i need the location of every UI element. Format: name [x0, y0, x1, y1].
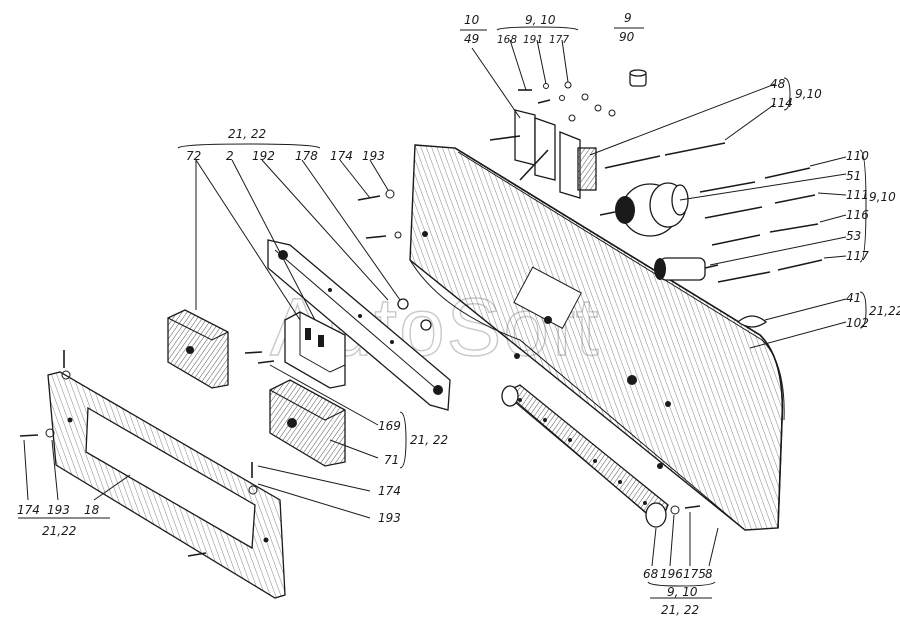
pad-72 — [167, 309, 229, 389]
label-21-22-top: 21, 22 — [228, 127, 266, 141]
label-21-22-b: 21, 22 — [661, 603, 699, 617]
bolts-left — [244, 189, 432, 364]
label-193-top: 193 — [362, 149, 385, 163]
label-9-10-top: 9, 10 — [525, 13, 556, 27]
label-193-mid: 193 — [378, 511, 401, 525]
bracket-rail-178 — [267, 239, 451, 411]
label-21-22-mid: 21, 22 — [410, 433, 448, 447]
main-panel — [409, 144, 785, 531]
label-10: 10 — [464, 13, 480, 27]
label-68: 68 — [643, 567, 659, 581]
label-102: 102 — [846, 316, 869, 330]
label-178: 178 — [295, 149, 318, 163]
label-192: 192 — [252, 149, 275, 163]
clip-41 — [736, 315, 768, 328]
pins-right — [604, 142, 823, 283]
label-51: 51 — [846, 169, 861, 183]
label-9-10-r1: 9,10 — [795, 87, 822, 101]
label-116: 116 — [846, 208, 869, 222]
label-8: 8 — [705, 567, 713, 581]
label-175: 175 — [683, 567, 706, 581]
label-110: 110 — [846, 149, 869, 163]
label-2: 2 — [226, 149, 234, 163]
fraction-bars — [18, 26, 867, 599]
bracket-plates — [489, 109, 597, 199]
label-48: 48 — [770, 77, 786, 91]
label-177: 177 — [549, 34, 569, 46]
label-191: 191 — [523, 34, 543, 46]
label-168: 168 — [497, 34, 517, 46]
label-174-top: 174 — [330, 149, 353, 163]
switch-53 — [654, 257, 719, 281]
callout-labels: 10 49 9, 10 168 191 177 9 90 48 114 9,10… — [17, 11, 900, 617]
label-9-10-b: 9, 10 — [667, 585, 698, 599]
label-169: 169 — [378, 419, 401, 433]
label-72: 72 — [186, 149, 201, 163]
label-117: 117 — [846, 249, 869, 263]
label-53: 53 — [846, 229, 861, 243]
label-196: 196 — [660, 567, 683, 581]
label-90: 90 — [619, 30, 635, 44]
label-18: 18 — [84, 503, 100, 517]
label-174-mid: 174 — [378, 484, 401, 498]
pad-71 — [269, 379, 346, 467]
frame-18 — [47, 371, 286, 599]
leader-lines — [23, 39, 847, 567]
label-21-22-r: 21,22 — [869, 304, 900, 318]
label-9-10-r2: 9,10 — [869, 190, 896, 204]
screws-frame — [19, 350, 258, 557]
label-174-bl: 174 — [17, 503, 40, 517]
label-41: 41 — [846, 291, 861, 305]
instrument-gauge — [599, 182, 689, 237]
label-193-bl: 193 — [47, 503, 70, 517]
label-21-22-bl: 21,22 — [42, 524, 76, 538]
label-49: 49 — [464, 32, 479, 46]
label-114: 114 — [770, 96, 793, 110]
terminal-block-2 — [284, 311, 346, 389]
label-9: 9 — [624, 11, 632, 25]
label-111: 111 — [846, 188, 869, 202]
knob-90 — [629, 69, 647, 87]
label-71: 71 — [384, 453, 399, 467]
rail-68 — [501, 384, 701, 528]
